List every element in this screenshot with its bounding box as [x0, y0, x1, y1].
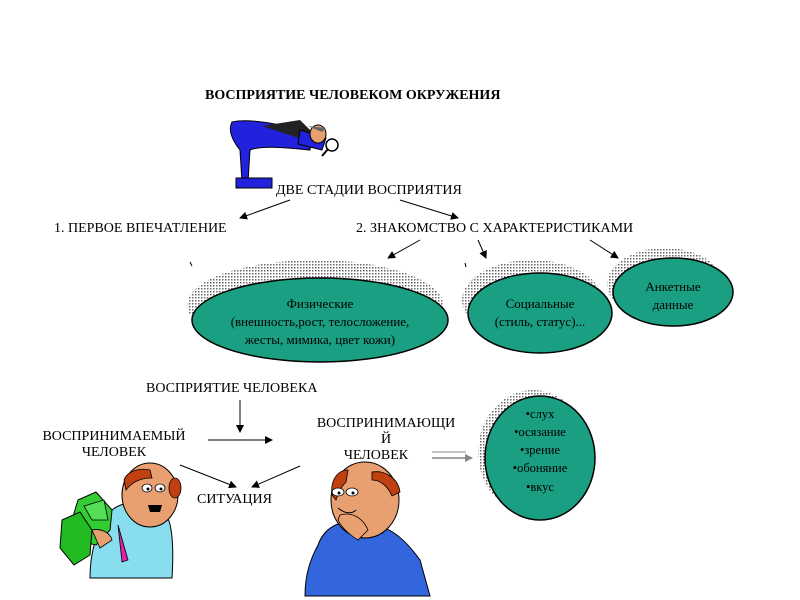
social-title: Социальные — [505, 296, 575, 311]
man-with-money-icon — [59, 462, 182, 579]
physical-oval-text: Физические (внешность,рост, телосложение… — [192, 295, 448, 350]
sense-taste: •вкус — [526, 479, 554, 494]
sense-hearing: •слух — [525, 407, 555, 421]
senses-oval-text: •слух •осязание •зрение •обоняние •вкус — [490, 405, 590, 496]
perceiving-line-3: ЧЕЛОВЕК — [343, 448, 409, 464]
survey-oval-text: Анкетные данные — [618, 278, 728, 314]
social-detail: (стиль, статус)... — [494, 314, 586, 330]
stage-two-label: 2. ЗНАКОМСТВО С ХАРАКТЕРИСТИКАМИ — [356, 221, 634, 236]
sense-smell: •обоняние — [512, 461, 568, 476]
physical-title: Физические — [286, 296, 354, 311]
perceived-line-2: ЧЕЛОВЕК — [81, 445, 147, 461]
thinking-man-icon — [304, 461, 431, 597]
perceiving-person-label: ВОСПРИНИМАЮЩИ Й ЧЕЛОВЕК — [300, 416, 472, 464]
perceived-person-label: ВОСПРИНИМАЕМЫЙ ЧЕЛОВЕК — [28, 429, 200, 461]
physical-detail-1: (внешность,рост, телосложение, — [230, 314, 410, 330]
two-stages-label: ДВЕ СТАДИИ ВОСПРИЯТИЯ — [276, 183, 462, 198]
physical-detail-2: жесты, мимика, цвет кожи) — [244, 332, 396, 348]
sense-sight: •зрение — [519, 443, 561, 458]
perceived-line-1: ВОСПРИНИМАЕМЫЙ — [42, 429, 186, 444]
sense-touch: •осязание — [514, 425, 566, 440]
social-oval — [462, 260, 613, 354]
survey-line-1: Анкетные — [645, 279, 701, 294]
perceiving-line-2: Й — [380, 432, 392, 448]
social-oval-text: Социальные (стиль, статус)... — [470, 295, 610, 331]
perception-of-person-label: ВОСПРИЯТИЕ ЧЕЛОВЕКА — [146, 381, 318, 396]
stage-one-label: 1. ПЕРВОЕ ВПЕЧАТЛЕНИЕ — [54, 221, 227, 236]
detective-figure-icon — [229, 120, 339, 189]
survey-line-2: данные — [652, 297, 694, 313]
survey-oval — [607, 248, 734, 327]
perceiving-line-1: ВОСПРИНИМАЮЩИ — [316, 416, 456, 431]
senses-oval — [478, 390, 596, 521]
main-title: ВОСПРИЯТИЕ ЧЕЛОВЕКОМ ОКРУЖЕНИЯ — [205, 88, 501, 103]
situation-label: СИТУАЦИЯ — [197, 492, 272, 507]
physical-oval — [187, 260, 449, 363]
